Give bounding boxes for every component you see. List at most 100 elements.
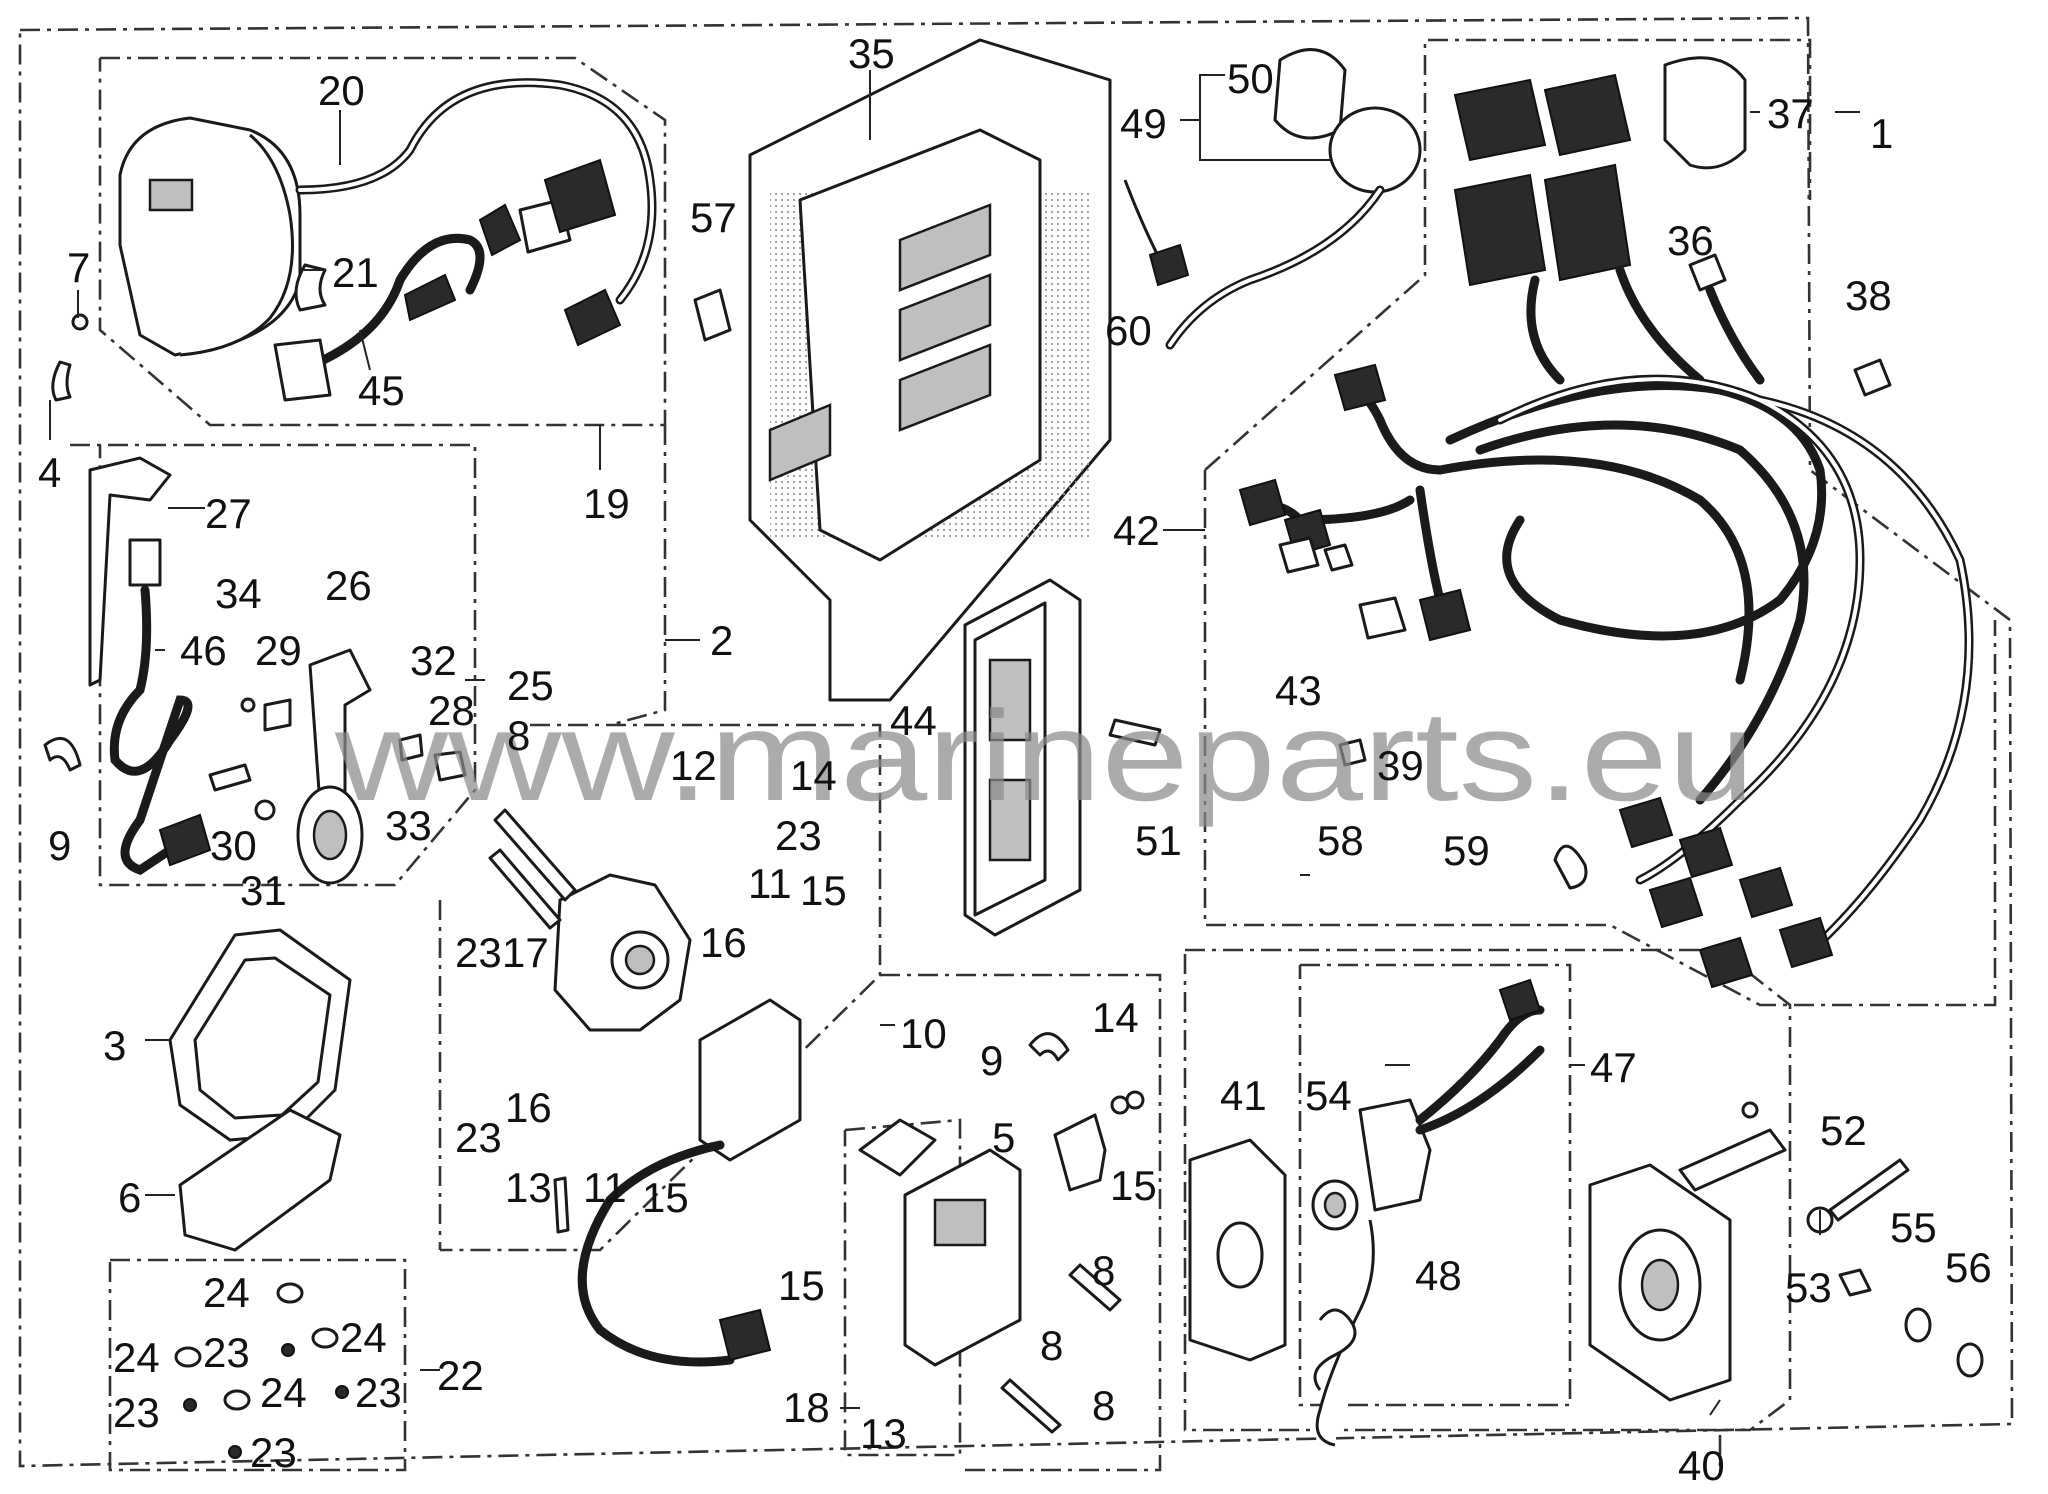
callout-46: 46 <box>180 627 227 674</box>
callout-41: 41 <box>1220 1072 1267 1119</box>
callout-52: 52 <box>1820 1107 1867 1154</box>
callout-8a: 8 <box>507 712 530 759</box>
callout-18: 18 <box>783 1384 830 1431</box>
group-2-line <box>609 425 667 727</box>
callout-23g: 23 <box>250 1429 297 1476</box>
callout-56: 56 <box>1945 1244 1992 1291</box>
outer-frame-line <box>18 16 2014 1468</box>
callout-29: 29 <box>255 627 302 674</box>
callout-48: 48 <box>1415 1252 1462 1299</box>
callout-42: 42 <box>1113 507 1160 554</box>
clip-58-shape <box>1338 738 1367 767</box>
callout-15a: 15 <box>800 867 847 914</box>
callout-16a: 16 <box>700 919 747 966</box>
callout-32: 32 <box>410 637 457 684</box>
clip-4-shape <box>51 360 72 402</box>
callout-23c: 23 <box>455 1114 502 1161</box>
callout-36: 36 <box>1667 217 1714 264</box>
group-8-line <box>880 973 1162 1472</box>
callout-54: 54 <box>1305 1072 1352 1119</box>
callout-24d: 24 <box>260 1369 307 1416</box>
plate-6-shape <box>178 1108 342 1252</box>
callout-8d: 8 <box>1092 1382 1115 1429</box>
bracket-5-shape <box>1053 1113 1107 1192</box>
callout-15c: 15 <box>778 1262 825 1309</box>
callout-28: 28 <box>428 687 475 734</box>
leader-lines <box>49 70 1860 1416</box>
callout-33: 33 <box>385 802 432 849</box>
callout-24a: 24 <box>203 1269 250 1316</box>
bolt-52-shape <box>1828 1158 1910 1222</box>
screw-15d-shape <box>1125 1090 1145 1110</box>
callout-38: 38 <box>1845 272 1892 319</box>
callout-25: 25 <box>507 662 554 709</box>
callout-26: 26 <box>325 562 372 609</box>
callout-23h: 23 <box>775 812 822 859</box>
callout-24c: 24 <box>340 1314 387 1361</box>
callout-30: 30 <box>210 822 257 869</box>
sensor-49 <box>1123 48 1422 350</box>
nut-kit-22 <box>174 1282 349 1459</box>
gasket-3 <box>168 928 352 1142</box>
callout-59: 59 <box>1443 827 1490 874</box>
group-25-line <box>70 443 477 887</box>
callout-50: 50 <box>1227 55 1274 102</box>
callout-27: 27 <box>205 490 252 537</box>
callout-21: 21 <box>332 249 379 296</box>
callout-55: 55 <box>1890 1204 1937 1251</box>
sub-harness-42 <box>1238 363 1472 642</box>
trim-lever-26 <box>208 648 467 885</box>
clip-59-shape <box>1553 844 1588 890</box>
callout-44: 44 <box>890 697 937 744</box>
callout-9a: 9 <box>48 822 71 869</box>
callout-22: 22 <box>437 1352 484 1399</box>
callout-40: 40 <box>1678 1442 1725 1489</box>
callout-16b: 16 <box>505 1084 552 1131</box>
mount-plate-40 <box>1588 1101 1787 1402</box>
callout-45: 45 <box>358 367 405 414</box>
washer-55-shape <box>1904 1307 1932 1343</box>
callout-60: 60 <box>1105 307 1152 354</box>
callout-58: 58 <box>1317 817 1364 864</box>
key-switch-47 <box>1188 978 1545 1447</box>
callout-51: 51 <box>1135 817 1182 864</box>
callout-23e: 23 <box>113 1389 160 1436</box>
clip-9b-shape <box>1028 1032 1070 1062</box>
callout-15b: 15 <box>642 1174 689 1221</box>
group-42-top-line <box>1204 38 1812 471</box>
callout-23d: 23 <box>203 1329 250 1376</box>
callout-24b: 24 <box>113 1334 160 1381</box>
remote-display-window <box>148 178 194 212</box>
relay-box-35 <box>748 38 1112 702</box>
callout-12: 12 <box>670 742 717 789</box>
callout-14b: 14 <box>1092 994 1139 1041</box>
clip-21-shape <box>294 263 327 312</box>
callout-5: 5 <box>992 1114 1015 1161</box>
callout-49: 49 <box>1120 100 1167 147</box>
callout-57: 57 <box>690 194 737 241</box>
callout-13b: 13 <box>860 1410 907 1457</box>
callout-6: 6 <box>118 1174 141 1221</box>
ecu-module-44 <box>963 578 1162 937</box>
callout-20: 20 <box>318 67 365 114</box>
callout-3: 3 <box>103 1022 126 1069</box>
callout-13a: 13 <box>505 1164 552 1211</box>
remote-control-head <box>118 78 657 357</box>
callout-10: 10 <box>900 1010 947 1057</box>
callout-17: 17 <box>502 929 549 976</box>
callout-14a: 14 <box>790 752 837 799</box>
harness-45 <box>273 158 622 402</box>
callout-53: 53 <box>1785 1264 1832 1311</box>
callout-37: 37 <box>1767 90 1814 137</box>
callout-labels: 1 2 3 4 5 6 7 8 8 8 8 9 9 10 11 11 12 13… <box>38 30 1992 1489</box>
callout-19: 19 <box>583 480 630 527</box>
callout-43: 43 <box>1275 667 1322 714</box>
callout-11b: 11 <box>583 1164 627 1211</box>
group-47-line <box>1298 963 1572 1407</box>
callout-31: 31 <box>240 867 287 914</box>
clip-9a-shape <box>43 736 82 772</box>
callout-23a: 23 <box>775 812 822 859</box>
watermark-text: www.marineparts.eu <box>334 685 1755 828</box>
callout-47: 47 <box>1590 1044 1637 1091</box>
callout-39: 39 <box>1377 742 1424 789</box>
